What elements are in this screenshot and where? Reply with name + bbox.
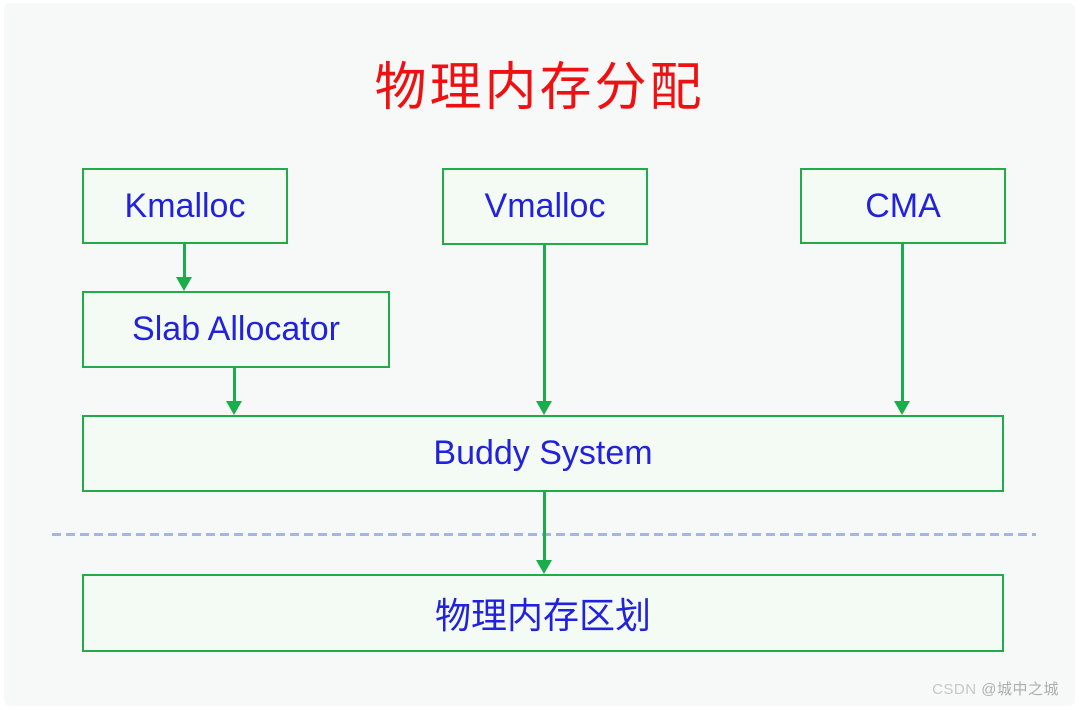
node-slab-allocator: Slab Allocator [82,291,390,368]
watermark: CSDN @城中之城 [932,678,1059,699]
node-buddy-system-label: Buddy System [433,434,653,472]
node-slab-allocator-label: Slab Allocator [132,310,340,348]
arrow-vmalloc-to-buddy-icon [536,245,552,415]
arrow-cma-to-buddy-icon [894,244,910,415]
node-vmalloc: Vmalloc [442,168,648,245]
arrow-slab-to-buddy-icon [226,368,242,415]
node-cma-label: CMA [865,186,941,225]
diagram-title: 物理内存分配 [374,59,705,117]
arrow-kmalloc-to-slab-icon [176,244,192,291]
watermark-brand: CSDN [932,681,982,698]
node-kmalloc-label: Kmalloc [124,186,246,225]
diagram-canvas: 物理内存分配 Kmalloc Vmalloc CMA Slab Allocato… [4,3,1075,706]
node-kmalloc: Kmalloc [82,168,288,244]
node-cma: CMA [800,168,1006,244]
node-vmalloc-label: Vmalloc [484,187,606,225]
node-memory-zoning-label: 物理内存区划 [434,595,651,636]
node-buddy-system: Buddy System [82,415,1004,492]
arrow-buddy-to-zoning-icon [536,492,552,574]
watermark-username: @城中之城 [981,681,1059,698]
node-memory-zoning: 物理内存区划 [82,574,1004,652]
